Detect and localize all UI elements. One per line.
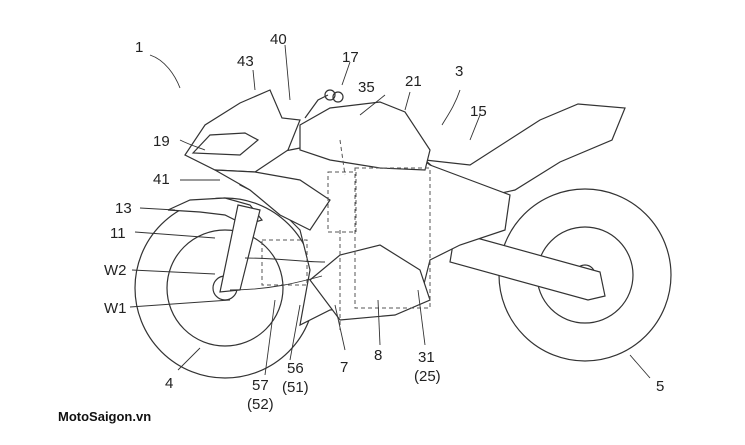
label-40: 40 <box>270 31 287 48</box>
label-51: (51) <box>282 379 309 396</box>
label-17: 17 <box>342 49 359 66</box>
label-19: 19 <box>153 133 170 150</box>
label-5: 5 <box>656 378 664 395</box>
fuel-tank <box>299 101 431 171</box>
label-3: 3 <box>455 63 463 80</box>
motor-box-dashed <box>261 239 308 286</box>
label-35: 35 <box>358 79 375 96</box>
label-31: 31 <box>418 349 435 366</box>
label-57: 57 <box>252 377 269 394</box>
label-41: 41 <box>153 171 170 188</box>
label-11: 11 <box>110 225 126 242</box>
label-1: 1 <box>135 39 143 56</box>
leader-lines <box>129 44 651 379</box>
handlebar <box>304 89 344 119</box>
label-25: (25) <box>414 368 441 385</box>
duct-dashed <box>339 139 346 330</box>
label-13: 13 <box>115 200 132 217</box>
label-W2: W2 <box>104 262 127 279</box>
label-21: 21 <box>405 73 422 90</box>
label-52: (52) <box>247 396 274 413</box>
front-fork <box>219 204 261 293</box>
lower-fairing <box>214 169 331 231</box>
label-56: 56 <box>287 360 304 377</box>
label-4: 4 <box>165 375 173 392</box>
label-8: 8 <box>374 347 382 364</box>
battery-dashed <box>327 171 357 233</box>
label-15: 15 <box>470 103 487 120</box>
label-43: 43 <box>237 53 254 70</box>
label-W1: W1 <box>104 300 127 317</box>
airflow-lines <box>229 257 326 291</box>
label-7: 7 <box>340 359 348 376</box>
controller-dashed <box>354 167 431 309</box>
swing-arm <box>449 231 606 301</box>
watermark: MotoSaigon.vn <box>58 409 151 424</box>
headlight <box>191 132 260 156</box>
